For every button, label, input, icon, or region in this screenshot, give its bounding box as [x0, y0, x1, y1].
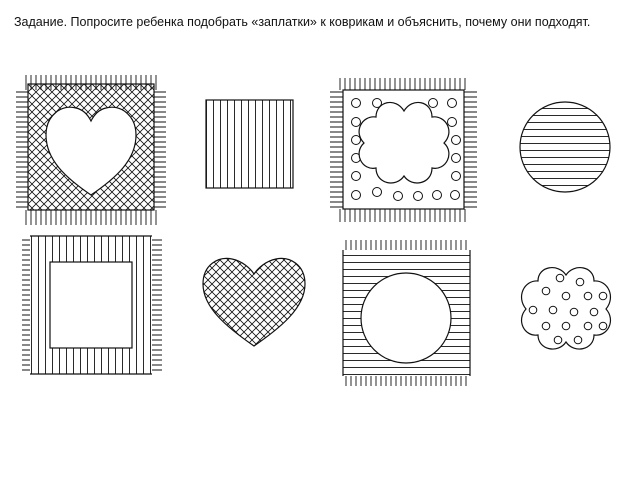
rug-fringe — [22, 239, 162, 371]
square-hole — [49, 261, 133, 349]
rug-crosshatch-heart-hole — [16, 75, 166, 225]
circle-hole — [360, 272, 452, 364]
rug-horizontal-stripes-circle-hole — [342, 240, 471, 386]
patch-flower-dots — [521, 267, 611, 350]
rug-fringe — [16, 75, 166, 225]
patch-circle-horizontal-stripes — [519, 101, 611, 193]
patch-square-vertical-stripes — [205, 99, 294, 189]
task-instruction: Задание. Попросите ребенка подобрать «за… — [14, 15, 591, 29]
rug-fringe — [330, 78, 477, 222]
flower-hole — [358, 101, 450, 184]
rug-dots-flower-hole — [330, 78, 477, 222]
rug-fringe — [345, 240, 467, 386]
patch-heart-crosshatch — [202, 257, 306, 347]
heart-hole — [45, 106, 137, 196]
rug-vertical-stripes-square-hole — [22, 235, 162, 375]
